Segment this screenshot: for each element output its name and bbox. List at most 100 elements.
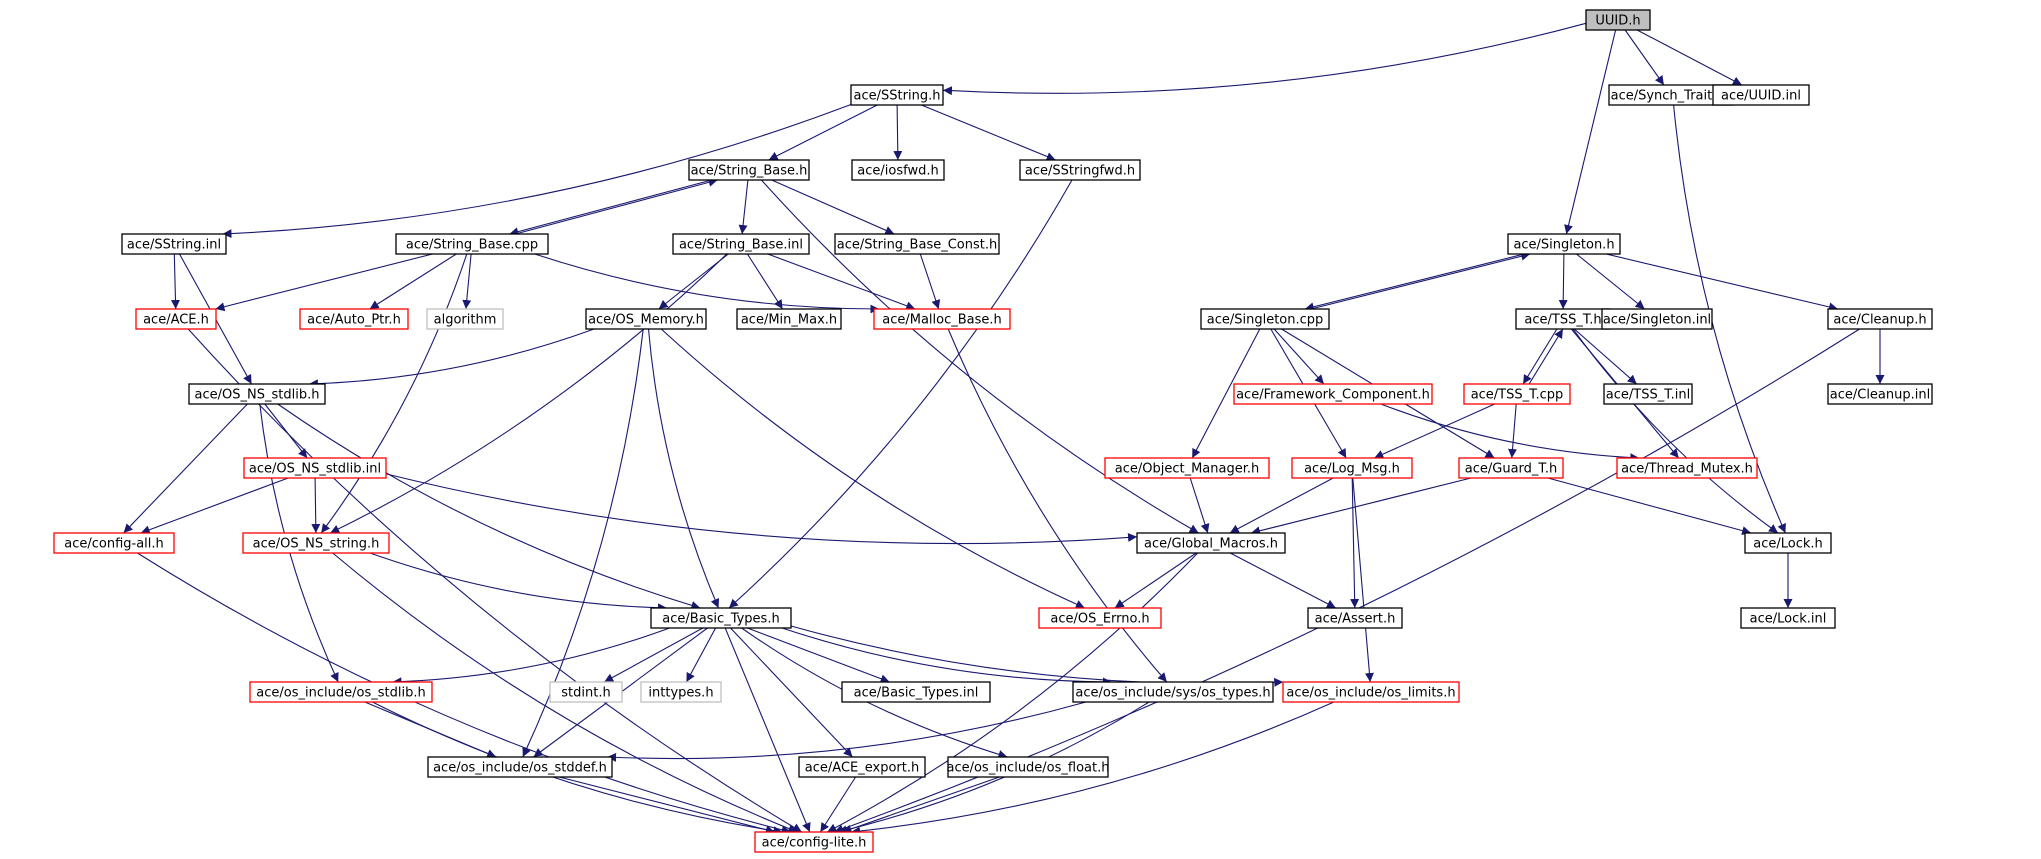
node-os-stdlib-h[interactable]: ace/os_include/os_stdlib.h — [249, 681, 433, 703]
node-box — [850, 84, 944, 106]
edge-singleton_h-to-singleton_inl — [1576, 253, 1645, 310]
edge-os_memory_h-to-os_stddef_h — [522, 328, 644, 758]
node-singleton-h[interactable]: ace/Singleton.h — [1507, 233, 1621, 255]
node-box — [1458, 457, 1564, 479]
node-algorithm[interactable]: algorithm — [426, 308, 504, 330]
node-lock-h[interactable]: ace/Lock.h — [1744, 532, 1832, 554]
edge-line — [1636, 29, 1743, 86]
edge-uuid_h-to-synch_traits_h — [1624, 29, 1665, 86]
edge-string_base_cpp-to-ace_h — [215, 253, 433, 312]
node-label: ace/SStringfwd.h — [1025, 164, 1135, 179]
edge-sstring_h-to-iosfwd_h — [893, 104, 903, 161]
edge-line — [790, 625, 1284, 687]
node-inttypes-h[interactable]: inttypes.h — [640, 681, 722, 703]
edge-line — [738, 179, 749, 235]
node-framework-component-h[interactable]: ace/Framework_Component.h — [1233, 383, 1433, 405]
node-guard-t-h[interactable]: ace/Guard_T.h — [1458, 457, 1564, 479]
node-os-limits-h[interactable]: ace/os_include/os_limits.h — [1282, 681, 1460, 703]
node-os-memory-h[interactable]: ace/OS_Memory.h — [585, 308, 707, 330]
node-cleanup-inl[interactable]: ace/Cleanup.inl — [1827, 383, 1933, 405]
node-config-lite-h[interactable]: ace/config-lite.h — [754, 831, 874, 853]
node-box — [1603, 383, 1693, 405]
node-sstring-inl[interactable]: ace/SString.inl — [121, 233, 227, 255]
node-label: ace/Singleton.inl — [1603, 313, 1711, 328]
edge-line — [607, 701, 1087, 762]
node-tss-t-h[interactable]: ace/TSS_T.h — [1515, 308, 1611, 330]
node-sstringfwd-h[interactable]: ace/SStringfwd.h — [1019, 159, 1141, 181]
node-log-msg-h[interactable]: ace/Log_Msg.h — [1291, 457, 1413, 479]
node-lock-inl[interactable]: ace/Lock.inl — [1740, 607, 1836, 629]
node-min-max-h[interactable]: ace/Min_Max.h — [736, 308, 842, 330]
node-cleanup-h[interactable]: ace/Cleanup.h — [1827, 308, 1933, 330]
edge-line — [369, 552, 668, 613]
edge-os_memory_h-to-basic_types_h — [647, 328, 720, 609]
edge-line — [369, 253, 457, 310]
edge-line — [462, 253, 472, 310]
node-os-ns-string-h[interactable]: ace/OS_NS_string.h — [242, 532, 390, 554]
node-box — [585, 308, 707, 330]
node-label: ace/ACE.h — [143, 313, 209, 328]
node-thread-mutex-h[interactable]: ace/Thread_Mutex.h — [1616, 457, 1758, 479]
node-ace-h[interactable]: ace/ACE.h — [135, 308, 217, 330]
node-sstring-h[interactable]: ace/SString.h — [850, 84, 944, 106]
node-stdint-h[interactable]: stdint.h — [549, 681, 623, 703]
node-malloc-base-h[interactable]: ace/Malloc_Base.h — [873, 308, 1011, 330]
edge-line — [730, 627, 853, 758]
node-label: ace/Object_Manager.h — [1115, 462, 1260, 477]
edge-line — [728, 179, 1073, 609]
node-singleton-inl[interactable]: ace/Singleton.inl — [1601, 308, 1713, 330]
node-box — [1827, 383, 1933, 405]
edge-string_base_h-to-global_macros_h — [760, 179, 1199, 534]
node-uuid-inl[interactable]: ace/UUID.inl — [1712, 84, 1810, 106]
edge-string_base_inl-to-min_max_h — [746, 253, 784, 310]
node-os-float-h[interactable]: ace/os_include/os_float.h — [946, 756, 1110, 778]
node-os-ns-stdlib-h[interactable]: ace/OS_NS_stdlib.h — [188, 383, 326, 405]
edge-os_ns_stdlib_inl-to-global_macros_h — [385, 473, 1138, 545]
edge-basic_types_h-to-os_float_h — [741, 627, 1008, 759]
node-assert-h[interactable]: ace/Assert.h — [1307, 607, 1403, 629]
node-uuid-h[interactable]: UUID.h — [1585, 9, 1651, 31]
node-os-types-h[interactable]: ace/os_include/sys/os_types.h — [1072, 681, 1274, 703]
node-os-errno-h[interactable]: ace/OS_Errno.h — [1038, 607, 1162, 629]
node-label: ace/TSS_T.inl — [1606, 388, 1690, 403]
edge-line — [515, 177, 718, 235]
node-os-stddef-h[interactable]: ace/os_include/os_stddef.h — [427, 756, 613, 778]
node-global-macros-h[interactable]: ace/Global_Macros.h — [1136, 532, 1286, 554]
node-box — [249, 681, 433, 703]
node-box — [1038, 607, 1162, 629]
node-label: ace/Singleton.h — [1513, 238, 1614, 253]
node-ace-export-h[interactable]: ace/ACE_export.h — [798, 756, 926, 778]
node-box — [188, 383, 326, 405]
node-string-base-inl[interactable]: ace/String_Base.inl — [672, 233, 810, 255]
edge-sstringfwd_h-to-basic_types_h — [728, 179, 1073, 609]
node-synch-traits-h[interactable]: ace/Synch_Traits.h — [1608, 84, 1734, 106]
edge-line — [837, 701, 1150, 835]
node-iosfwd-h[interactable]: ace/iosfwd.h — [851, 159, 945, 181]
node-label: ace/OS_NS_stdlib.h — [195, 388, 320, 403]
node-string-base-h[interactable]: ace/String_Base.h — [688, 159, 810, 181]
node-box — [135, 308, 217, 330]
node-box — [121, 233, 227, 255]
node-box — [851, 159, 945, 181]
edge-line — [747, 627, 890, 684]
node-basic-types-inl[interactable]: ace/Basic_Types.inl — [841, 681, 991, 703]
node-os-ns-stdlib-inl[interactable]: ace/OS_NS_stdlib.inl — [243, 457, 387, 479]
edge-line — [919, 253, 941, 310]
edge-os_ns_string_h-to-config_lite_h — [332, 552, 798, 833]
node-config-all-h[interactable]: ace/config-all.h — [53, 532, 175, 554]
node-object-manager-h[interactable]: ace/Object_Manager.h — [1104, 457, 1270, 479]
node-basic-types-h[interactable]: ace/Basic_Types.h — [650, 607, 792, 629]
node-singleton-cpp[interactable]: ace/Singleton.cpp — [1200, 308, 1330, 330]
edge-line — [760, 179, 1199, 534]
node-box — [672, 233, 810, 255]
node-box — [1744, 532, 1832, 554]
node-label: ace/String_Base.cpp — [406, 238, 538, 253]
node-string-base-const-h[interactable]: ace/String_Base_Const.h — [834, 233, 1000, 255]
edge-sstring_h-to-sstringfwd_h — [921, 104, 1056, 161]
node-box — [1072, 681, 1274, 703]
edge-os_stdlib_h-to-config_lite_h — [372, 701, 783, 836]
node-auto-ptr-h[interactable]: ace/Auto_Ptr.h — [299, 308, 409, 330]
node-tss-t-inl[interactable]: ace/TSS_T.inl — [1603, 383, 1693, 405]
node-string-base-cpp[interactable]: ace/String_Base.cpp — [395, 233, 549, 255]
node-tss-t-cpp[interactable]: ace/TSS_T.cpp — [1463, 383, 1571, 405]
